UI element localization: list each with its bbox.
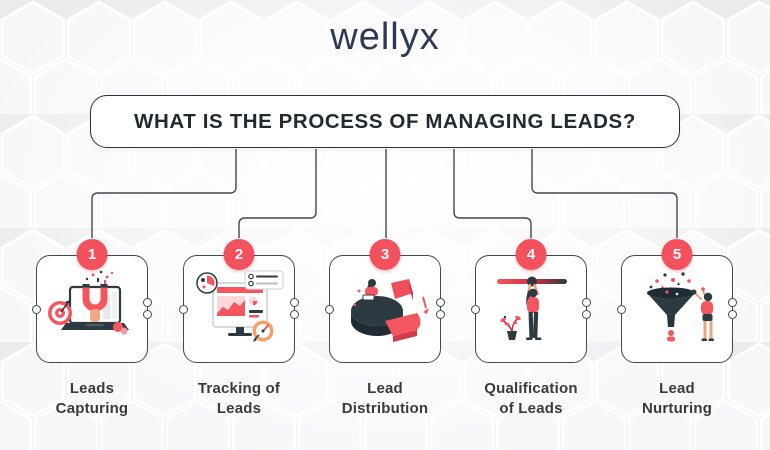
step-number-badge: 4 [515,239,547,270]
step-number-badge: 3 [369,239,401,270]
connector-dot-icon [290,297,299,307]
title-banner: WHAT IS THE PROCESS OF MANAGING LEADS? [90,95,680,148]
connector-dot-icon [728,297,737,307]
step-card-lead-distribution: 3 [325,239,445,363]
step-card-leads-capturing: 1 [32,239,152,363]
person-holding-bar-illustration-icon [497,276,567,340]
step-label-lead-nurturing: Lead Nurturing [641,380,713,417]
connector-dot-icon [471,305,480,314]
step-label-tracking-of-leads: Tracking of Leads [197,380,281,417]
step-number-badge: 5 [661,239,693,270]
connector-dot-icon [436,310,445,320]
step-card-tracking-of-leads: 2 [179,239,299,363]
connector-dot-icon [290,310,299,320]
connector-dot-icon [728,310,737,320]
funnel-person-illustration-icon [647,272,714,342]
connector-dot-icon [32,305,41,314]
step-card-qualification-of-leads: 4 [471,239,591,363]
connector-dot-icon [143,310,152,320]
step-label-lead-distribution: Lead Distribution [341,380,429,417]
step-number-badge: 2 [223,239,255,270]
step-number-badge: 1 [76,239,108,270]
connector-dot-icon [617,305,626,314]
step-label-leads-capturing: Leads Capturing [55,380,129,417]
wellyx-logo: wellyx [330,16,440,58]
connector-dot-icon [179,305,188,314]
pie-chart-person-illustration-icon [351,279,429,342]
connector-dot-icon [582,297,591,307]
connector-dot-icon [325,305,334,314]
page-title: WHAT IS THE PROCESS OF MANAGING LEADS? [134,109,636,133]
step-label-qualification-of-leads: Qualification of Leads [484,380,578,417]
monitor-analytics-illustration-icon [196,270,284,342]
connector-dot-icon [582,310,591,320]
connector-dot-icon [436,297,445,307]
step-card-lead-nurturing: 5 [617,239,737,363]
connector-dot-icon [143,297,152,307]
magnet-lead-capture-illustration-icon [48,270,129,335]
